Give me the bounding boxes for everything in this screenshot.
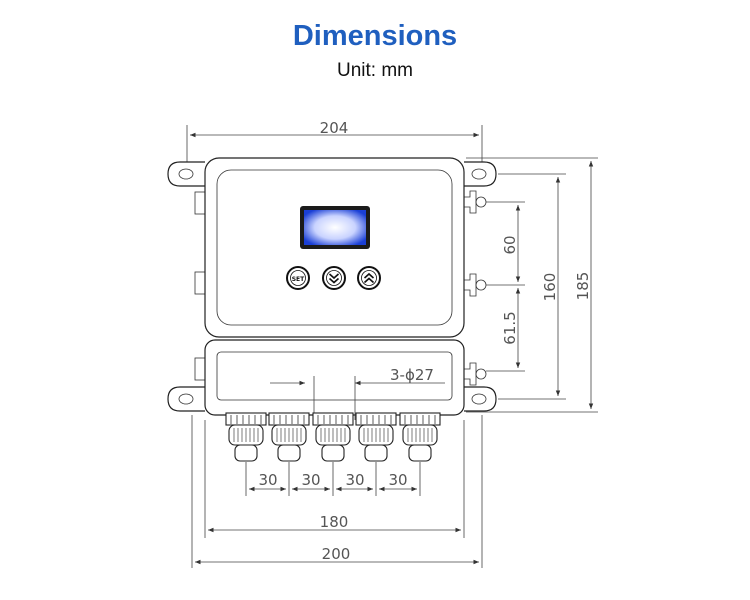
set-button-label: SET	[292, 276, 305, 283]
dim-label-185: 185	[574, 272, 592, 301]
cable-gland	[268, 412, 310, 462]
cable-gland	[312, 412, 354, 462]
dim-label-60: 60	[501, 235, 519, 254]
dim-label-pitch-2: 30	[301, 471, 320, 489]
dimension-hole-spacing: 60 61.5	[486, 201, 525, 372]
cable-glands	[225, 412, 441, 462]
chevron-down-icon	[328, 273, 340, 284]
dimension-pitch-row: 30 30 30 30	[245, 462, 421, 496]
dimension-top-width: 204	[186, 119, 483, 162]
chevron-up-icon	[363, 272, 375, 284]
dim-label-204: 204	[320, 119, 349, 137]
dimension-outer-width: 200	[191, 415, 483, 568]
lcd-screen	[300, 206, 370, 249]
cable-gland	[225, 412, 267, 462]
dimension-total-height: 185	[466, 157, 598, 413]
enclosure-upper	[204, 157, 465, 338]
up-button[interactable]	[357, 266, 381, 290]
dim-label-61-5: 61.5	[501, 311, 519, 344]
dim-label-160: 160	[541, 273, 559, 302]
gland-callout: 3-ϕ27	[270, 366, 445, 420]
set-button[interactable]: SET	[286, 266, 310, 290]
dim-label-pitch-3: 30	[345, 471, 364, 489]
dim-label-pitch-4: 30	[388, 471, 407, 489]
dim-label-180: 180	[320, 513, 349, 531]
page-title: Dimensions	[292, 20, 458, 52]
dimension-mid-height: 160	[498, 173, 566, 400]
cable-gland	[399, 412, 441, 462]
dim-label-200: 200	[322, 545, 351, 563]
dimension-inner-width: 180	[204, 420, 465, 538]
dim-label-pitch-1: 30	[258, 471, 277, 489]
mounting-ears	[167, 161, 497, 412]
gland-callout-label: 3-ϕ27	[390, 366, 434, 384]
down-button[interactable]	[322, 266, 346, 290]
unit-label: Unit: mm	[337, 60, 413, 81]
cable-gland	[355, 412, 397, 462]
